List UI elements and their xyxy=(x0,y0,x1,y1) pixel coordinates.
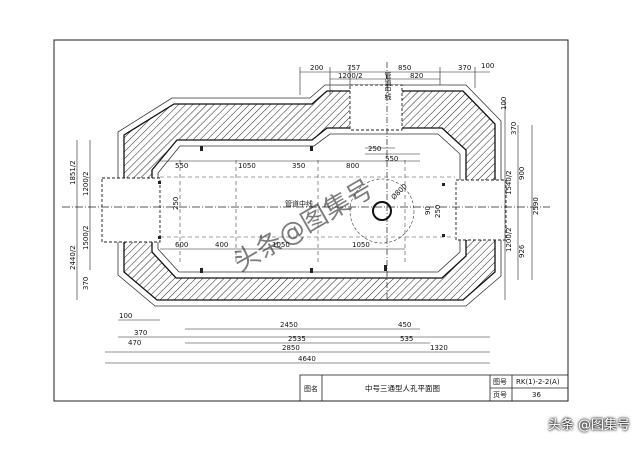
pit-circle xyxy=(372,201,392,221)
dim-top-100: 100 xyxy=(481,62,494,70)
dim-inner-400: 400 xyxy=(215,241,228,249)
dim-bottom-100: 100 xyxy=(119,312,132,320)
dim-inner-800: 800 xyxy=(346,162,359,170)
outer-contour xyxy=(117,84,502,307)
pit-diameter-label: Ø800 xyxy=(390,182,409,201)
dim-inner-600: 600 xyxy=(175,241,188,249)
anchor-marks xyxy=(158,146,445,273)
dim-bottom-450: 450 xyxy=(398,321,411,329)
dim-left-1200: 1200/2 xyxy=(82,171,90,196)
right-pipe-opening xyxy=(455,179,507,241)
top-pipe-opening xyxy=(349,84,403,131)
left-pipe-opening xyxy=(101,177,161,243)
dim-bottom-2850: 2850 xyxy=(282,344,300,352)
dim-top-1200-2: 1200/2 xyxy=(338,72,363,80)
manhole-wall-hatch xyxy=(123,90,496,301)
dim-right-2590: 2590 xyxy=(532,197,540,215)
dim-top-850: 850 xyxy=(398,64,411,72)
dim-top-200: 200 xyxy=(310,64,323,72)
page-no: 36 xyxy=(532,391,541,399)
dim-right-90: 90 xyxy=(424,206,432,215)
dim-right-100: 100 xyxy=(500,97,508,110)
dim-top-820: 820 xyxy=(410,72,423,80)
watermark-corner: 头条 @图集号 xyxy=(547,418,630,433)
dim-left-250: 250 xyxy=(172,197,180,210)
dim-inner-550: 550 xyxy=(175,162,188,170)
dim-inner-1050c: 1050 xyxy=(352,241,370,249)
top-centerline-label: 管道中线 xyxy=(384,71,392,100)
dim-top-370: 370 xyxy=(458,64,471,72)
dim-inner-1050: 1050 xyxy=(238,162,256,170)
dim-right-900: 900 xyxy=(518,167,526,180)
dim-right-370: 370 xyxy=(510,122,518,135)
dim-right-250: 250 xyxy=(434,205,442,218)
dim-bottom-2535: 2535 xyxy=(288,335,306,343)
title-name-label: 图名 xyxy=(304,384,318,393)
dim-right-1540: 1540/2 xyxy=(505,170,513,195)
page-no-label: 页号 xyxy=(493,391,507,399)
dim-right-1200: 1200/2 xyxy=(505,227,513,252)
centerline-label: 管道中线 xyxy=(285,199,313,208)
dim-inner-350: 350 xyxy=(292,162,305,170)
inner-grid xyxy=(160,160,455,262)
title-block-frame xyxy=(299,374,569,402)
dim-inner-1050b: 1050 xyxy=(272,241,290,249)
dimension-lines xyxy=(76,67,533,364)
dim-right-926: 926 xyxy=(518,244,526,258)
dim-bottom-2450: 2450 xyxy=(280,321,298,329)
dim-left-370: 370 xyxy=(82,277,90,290)
dim-left-1851: 1851/2 xyxy=(69,160,77,185)
drawing-no-label: 图号 xyxy=(493,378,507,386)
drawing-title: 中号三通型人孔平面图 xyxy=(365,383,440,393)
pit-outer-circle xyxy=(349,178,415,244)
dim-bottom-1320: 1320 xyxy=(430,344,448,352)
dim-inner-550b: 550 xyxy=(385,155,398,163)
dim-inner-250: 250 xyxy=(368,145,381,153)
dim-left-2440: 2440/2 xyxy=(69,245,77,270)
dim-left-1500: 1500/2 xyxy=(82,225,90,250)
dim-bottom-535: 535 xyxy=(400,335,413,343)
dim-bottom-370: 370 xyxy=(134,329,147,337)
drawing-no: RK(1)-2-2(A) xyxy=(516,378,560,386)
dim-bottom-4640: 4640 xyxy=(298,355,316,363)
inner-contour xyxy=(157,133,461,273)
watermark-center: 头条@图集号 xyxy=(229,174,379,278)
dim-bottom-470: 470 xyxy=(128,339,141,347)
dim-top-757: 757 xyxy=(347,64,360,72)
